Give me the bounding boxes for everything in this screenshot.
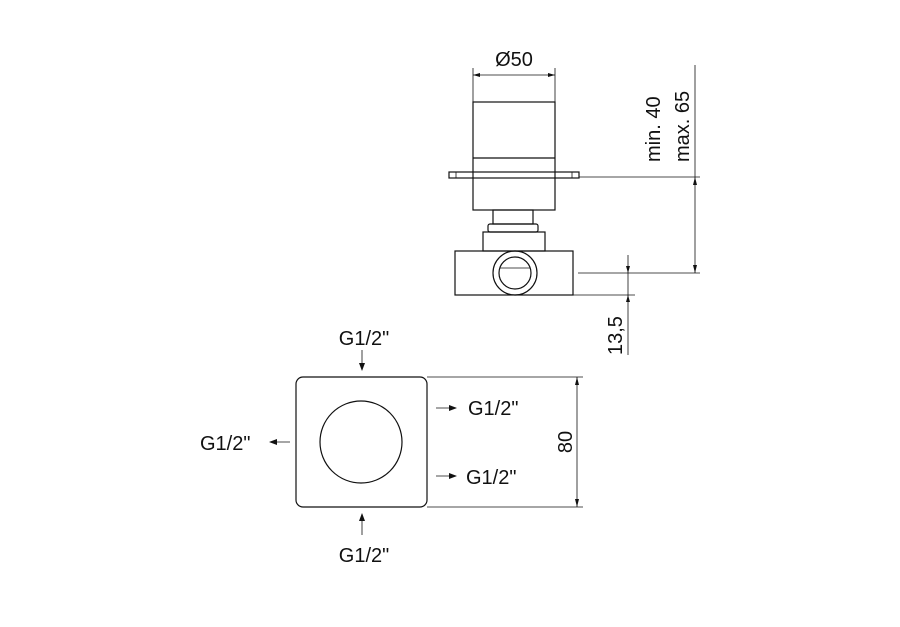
depth-min-label: min. 40 [643, 96, 665, 162]
plan-view: 80 G1/2" G1/2" G1/2" G1/2" G1/2" [200, 328, 583, 567]
arrow-right-icon [436, 473, 457, 479]
connection-bottom-label: G1/2" [339, 545, 389, 567]
connection-left-label: G1/2" [200, 433, 250, 455]
cover-plate [448, 171, 580, 179]
connection-right-upper-label: G1/2" [468, 398, 518, 420]
connection-right-lower-label: G1/2" [466, 467, 516, 489]
arrow-left-icon [269, 439, 290, 445]
nut [487, 223, 539, 233]
arrow-up-icon [359, 513, 365, 535]
height-label: 80 [555, 431, 577, 453]
connection-top-label: G1/2" [339, 328, 389, 350]
cover-plate-square [295, 376, 428, 508]
arrow-down-icon [359, 350, 365, 371]
handle-circle [319, 400, 403, 484]
stem [492, 209, 534, 225]
outlet-ring [492, 250, 538, 296]
offset-label: 13,5 [605, 316, 627, 355]
side-view: Ø50 min. 40 max. 65 13,5 [448, 49, 700, 355]
neck [482, 231, 546, 252]
depth-max-label: max. 65 [672, 91, 694, 162]
handle-body [472, 101, 556, 211]
arrow-right-icon [436, 405, 457, 411]
outlet-ring-inner [498, 256, 532, 290]
diameter-label: Ø50 [495, 49, 533, 71]
